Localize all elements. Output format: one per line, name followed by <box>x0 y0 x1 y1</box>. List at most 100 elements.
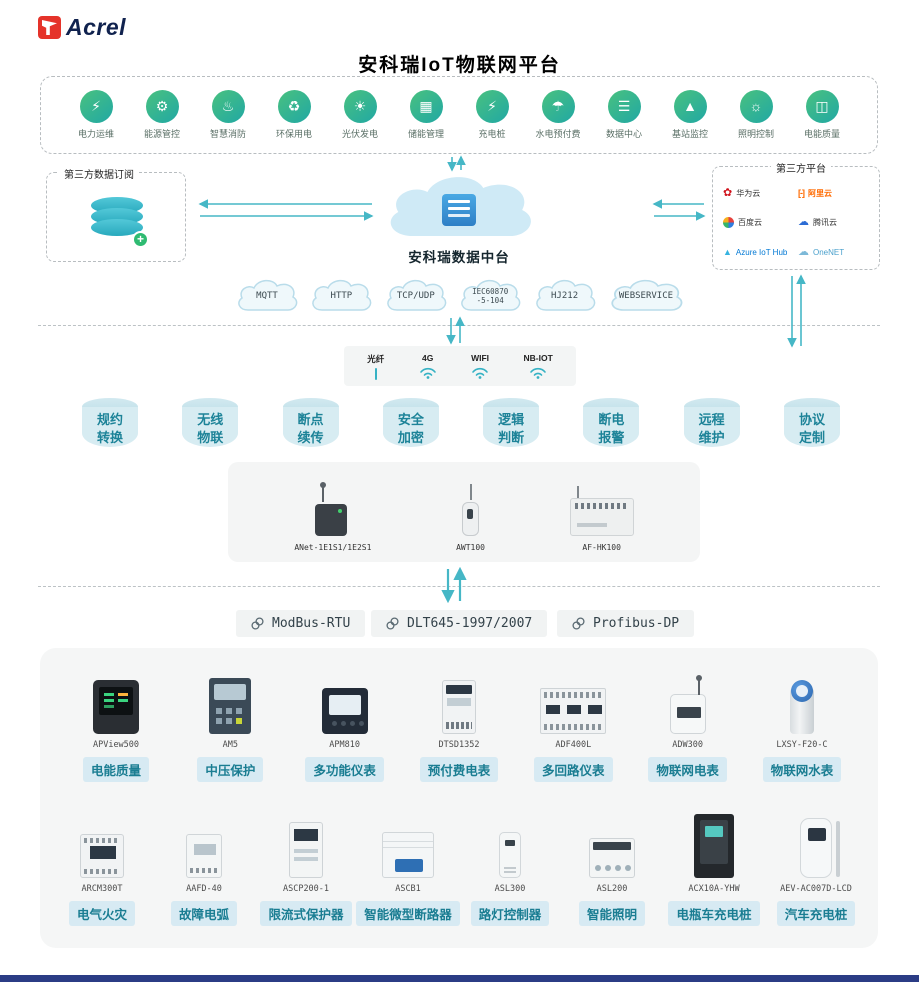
conn-fiber: 光纤 <box>367 353 384 380</box>
app-label: 光伏发电 <box>341 129 378 139</box>
power-ops-icon: ⚡ <box>79 90 113 123</box>
platform-logo-grid: ✿华为云 [-]阿里云 百度云 ☁腾讯云 ▲Azure IoT Hub ☁One… <box>723 181 873 265</box>
app-item-basestation: ▲ 基站监控 <box>661 90 719 140</box>
device-image-adf400l <box>540 688 607 734</box>
protocol-cloud-http: HTTP <box>306 276 376 316</box>
data-middle-platform-label: 安科瑞数据中台 <box>408 250 510 265</box>
server-icon <box>442 194 476 226</box>
link-icon <box>251 617 264 630</box>
conn-4g: 4G <box>419 353 437 379</box>
gateway-anet-image <box>313 482 353 536</box>
lighting-icon: ☼ <box>739 90 773 123</box>
app-label: 数据中心 <box>605 129 642 139</box>
wifi-icon <box>472 367 488 379</box>
capability-encryption: 安全 加密 <box>382 398 439 454</box>
third-party-platform-title: 第三方平台 <box>771 160 831 175</box>
device-image-aev <box>800 818 840 878</box>
device-image-apview500 <box>93 680 139 734</box>
capability-resume-transfer: 断点 续传 <box>282 398 339 454</box>
prepay-icon: ☂ <box>541 90 575 123</box>
gateway-afhk100: AF-HK100 <box>569 486 634 552</box>
app-label: 照明控制 <box>737 129 774 139</box>
conn-wifi: WIFI <box>471 353 489 379</box>
app-label: 智慧消防 <box>209 129 246 139</box>
capability-logic-judgement: 逻辑 判断 <box>483 398 540 454</box>
plus-icon: + <box>132 231 149 248</box>
app-item-energy-mgmt: ⚙能源管控 <box>133 90 191 140</box>
device-image-ascp200 <box>289 822 323 878</box>
app-label: 基站监控 <box>671 129 708 139</box>
wifi-icon <box>419 367 436 379</box>
device-category-pill: 多回路仪表 <box>534 757 613 782</box>
transport-protocols-row: MQTT HTTP TCP/UDP IEC60870 -5-104 HJ212 … <box>232 276 688 316</box>
device-category-pill: 故障电弧 <box>170 901 237 926</box>
gateway-model: AF-HK100 <box>582 543 621 552</box>
onenet-cloud-icon: ☁ <box>798 245 809 258</box>
eco-power-icon: ♻ <box>277 90 311 123</box>
app-label: 能源管控 <box>143 129 180 139</box>
app-item-lighting: ☼ 照明控制 <box>727 90 785 140</box>
conn-nbiot: NB-IOT <box>523 353 553 379</box>
third-party-platform-box: 第三方平台 ✿华为云 [-]阿里云 百度云 ☁腾讯云 ▲Azure IoT Hu… <box>712 160 880 270</box>
basestation-icon: ▲ <box>673 90 707 123</box>
app-item-power-ops: ⚡电力运维 <box>67 90 125 140</box>
bottom-accent-strip <box>0 975 919 982</box>
device-category-pill: 智能照明 <box>578 901 645 926</box>
app-item-power-quality: ◫电能质量 <box>793 90 851 140</box>
device-category-pill: 路灯控制器 <box>470 901 550 926</box>
platform-azure-iot-hub: ▲Azure IoT Hub <box>723 246 788 257</box>
platform-ali-cloud: [-]阿里云 <box>798 188 832 199</box>
device-category-pill: 限流式保护器 <box>260 901 352 926</box>
gateway-awt100: AWT100 <box>456 484 485 552</box>
tencent-cloud-icon: ☁ <box>798 216 809 229</box>
platform-baidu-cloud: 百度云 <box>723 217 798 229</box>
capability-outage-alarm: 断电 报警 <box>583 398 640 454</box>
protocol-cloud-hj212: HJ212 <box>530 276 600 316</box>
device-image-adw300 <box>669 675 706 734</box>
device-category-pill: 物联网水表 <box>762 757 842 782</box>
device-category-pill: 物联网电表 <box>648 757 727 782</box>
wifi-icon <box>530 367 546 379</box>
device-category-pill: 电能质量 <box>82 757 149 782</box>
acrel-logo-icon <box>38 16 61 39</box>
link-icon <box>572 617 585 630</box>
device-category-pill: 预付费电表 <box>419 757 499 782</box>
power-quality-icon: ◫ <box>805 90 839 123</box>
field-protocol-modbus: ModBus-RTU <box>236 610 366 637</box>
device-image-acx10a <box>694 814 734 878</box>
device-image-asl300 <box>499 832 521 878</box>
capability-remote-maintenance: 远程 维护 <box>683 398 740 454</box>
capability-wireless-iot: 无线 物联 <box>182 398 239 454</box>
app-item-smart-fire: ♨智慧消防 <box>199 90 257 140</box>
huawei-cloud-icon: ✿ <box>723 187 733 200</box>
capability-custom-protocol: 协议 定制 <box>783 398 840 454</box>
gateway-awt100-image <box>461 484 481 536</box>
charging-icon: ⚡ <box>475 90 509 123</box>
gateway-model: ANet-1E1S1/1E2S1 <box>294 543 372 552</box>
datacenter-icon: ☰ <box>607 90 641 123</box>
app-item-eco-power: ♻环保用电 <box>265 90 323 140</box>
gateway-panel: ANet-1E1S1/1E2S1 AWT100 AF-HK100 <box>228 462 700 562</box>
device-image-am5 <box>209 678 252 734</box>
applications-panel: ⚡电力运维 ⚙能源管控 ♨智慧消防 ♻环保用电 ☀光伏发电 ▦储能管理 ⚡充电桩… <box>40 76 878 154</box>
connectivity-bar: 光纤 4G WIFI NB-IOT <box>344 346 576 386</box>
data-middle-platform: 安科瑞数据中台 <box>374 168 544 272</box>
device-image-apm810 <box>321 688 368 734</box>
platform-huawei-cloud: ✿华为云 <box>723 187 761 200</box>
page-title: 安科瑞IoT物联网平台 <box>358 55 561 76</box>
storage-icon: ▦ <box>409 90 443 123</box>
third-party-data-title: 第三方数据订阅 <box>59 166 139 181</box>
